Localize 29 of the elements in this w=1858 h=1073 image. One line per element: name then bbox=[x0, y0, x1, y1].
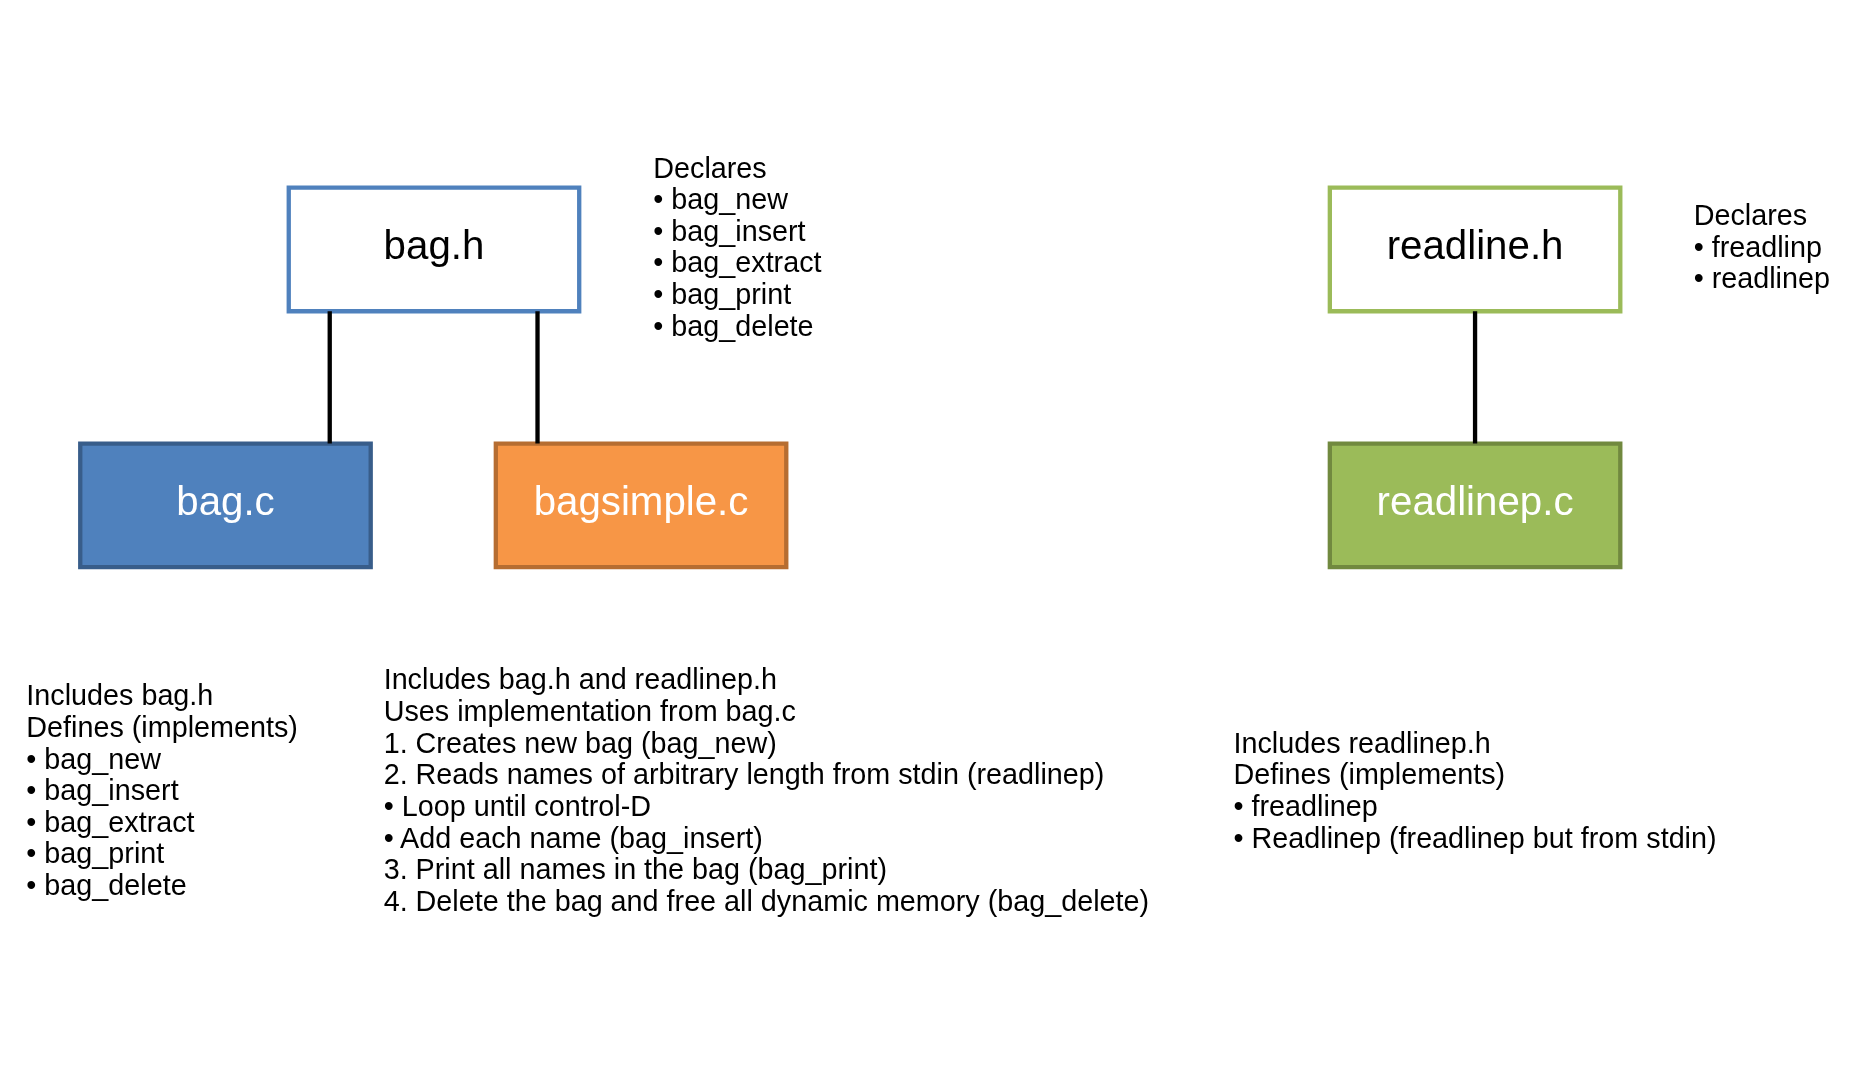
node-label: Includes readlinep.h bbox=[1233, 726, 1491, 759]
node-label: 1. Creates new bag (bag_new) bbox=[383, 726, 777, 759]
node-label: Uses implementation from bag.c bbox=[383, 694, 796, 727]
node-box: bag.h bbox=[286, 184, 582, 313]
connector bbox=[1472, 310, 1478, 444]
node-box: bagsimple.c bbox=[493, 440, 789, 569]
node-box: readlinep.c bbox=[1327, 440, 1623, 569]
connector bbox=[327, 310, 332, 444]
node-label: Declares bbox=[653, 151, 767, 184]
node-label: Includes bag.h bbox=[26, 678, 214, 711]
node-label: • Add each name (bag_insert) bbox=[383, 821, 763, 854]
node-label: • bag_new bbox=[653, 182, 789, 215]
node-label: • freadlinep bbox=[1233, 789, 1378, 822]
node-label: • bag_insert bbox=[653, 214, 806, 247]
node-label: • bag_delete bbox=[26, 868, 187, 901]
node-label: • Loop until control-D bbox=[383, 789, 652, 822]
node-label: • bag_extract bbox=[26, 805, 195, 838]
node-label: Declares bbox=[1693, 198, 1808, 231]
node-label: • bag_print bbox=[653, 277, 792, 310]
node-box: readline.h bbox=[1327, 184, 1623, 313]
node-label: • Readlinep (freadlinep but from stdin) bbox=[1233, 821, 1717, 854]
node-label: • bag_new bbox=[26, 742, 162, 775]
node-label: 4. Delete the bag and free all dynamic memory (bag_delete) bbox=[383, 884, 1150, 917]
node-label: • bag_delete bbox=[653, 309, 814, 342]
node-box: bag.c bbox=[78, 440, 373, 569]
node-label: • freadlinp bbox=[1693, 230, 1822, 263]
node-label: Includes bag.h and readlinep.h bbox=[383, 662, 777, 695]
connector bbox=[535, 310, 540, 444]
node-label: Defines (implements) bbox=[26, 710, 298, 743]
